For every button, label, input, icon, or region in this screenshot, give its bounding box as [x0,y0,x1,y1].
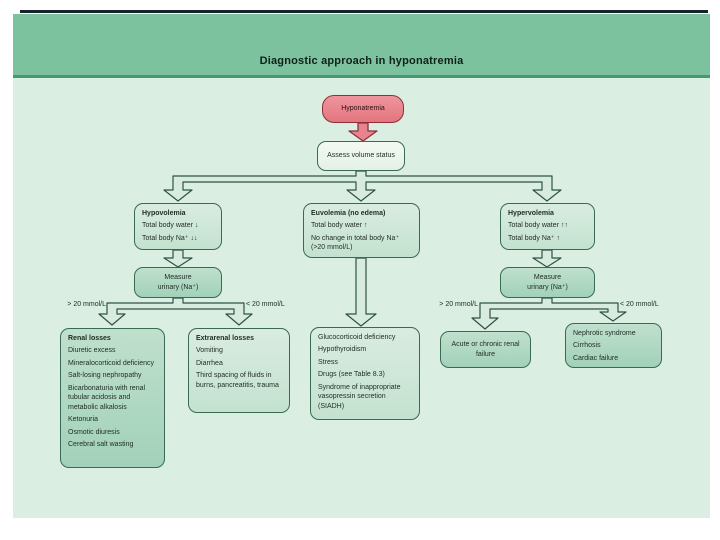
node-edematous-states: Nephrotic syndrome Cirrhosis Cardiac fai… [565,323,662,368]
threshold-label-gt20-right: > 20 mmol/L [439,301,478,308]
node-hypovolemia-heading: Hypovolemia [142,210,186,217]
node-hyponatremia: Hyponatremia [322,95,404,123]
node-measure-urinary-na-right: Measure urinary (Na⁺) [500,267,595,298]
list-item: Cardiac failure [573,354,619,362]
list-item: Salt-losing nephropathy [68,372,142,380]
node-hypervolemia-line: Total body water ↑↑ [508,222,568,230]
node-assess-volume-status: Assess volume status [317,141,405,171]
node-euvolemia: Euvolemia (no edema) Total body water ↑ … [303,203,420,258]
node-hypervolemia-heading: Hypervolemia [508,210,554,217]
list-item: Vomiting [196,347,223,355]
node-euvolemia-line: No change in total body Na⁺ (>20 mmol/L) [311,234,400,252]
measure-line: Measure [533,274,562,282]
list-item: Ketonuria [68,416,98,424]
list-item: Osmotic diuresis [68,428,120,436]
node-measure-urinary-na-left: Measure urinary (Na⁺) [134,267,222,298]
list-item: Bicarbonaturia with renal tubular acidos… [68,384,146,411]
node-acute-or-chronic-renal-failure: Acute or chronic renal failure [440,331,531,368]
renal-failure-label: Acute or chronic renal failure [451,341,520,358]
threshold-label-gt20-left: > 20 mmol/L [67,301,106,308]
node-euvolemia-heading: Euvolemia (no edema) [311,210,386,217]
node-renal-losses: Renal losses Diuretic excess Mineralocor… [60,328,165,468]
node-hyponatremia-label: Hyponatremia [341,105,385,113]
node-euvolemia-causes: Glucocorticoid deficiency Hypothyroidism… [310,327,420,420]
list-item: Glucocorticoid deficiency [318,334,396,341]
list-item: Diarrhea [196,359,223,367]
list-item: Stress [318,358,338,366]
node-extrarenal-losses: Extrarenal losses Vomiting Diarrhea Thir… [188,328,290,413]
list-item: Drugs (see Table 8.3) [318,371,385,379]
renal-losses-heading: Renal losses [68,335,111,342]
threshold-label-lt20-right: < 20 mmol/L [620,301,659,308]
node-euvolemia-line: Total body water ↑ [311,222,368,230]
node-hypovolemia-line: Total body Na⁺ ↓↓ [142,234,198,242]
header-band: Diagnostic approach in hyponatremia [13,14,710,78]
list-item: Third spacing of fluids in burns, pancre… [196,372,279,389]
node-hypervolemia: Hypervolemia Total body water ↑↑ Total b… [500,203,595,250]
extrarenal-losses-heading: Extrarenal losses [196,335,254,342]
list-item: Cirrhosis [573,342,601,350]
list-item: Cerebral salt wasting [68,440,134,448]
threshold-label-lt20-left: < 20 mmol/L [246,301,285,308]
node-hypovolemia-line: Total body water ↓ [142,222,199,230]
list-item: Nephrotic syndrome [573,330,636,337]
measure-line: urinary (Na⁺) [527,283,568,291]
node-hypervolemia-line: Total body Na⁺ ↑ [508,234,560,242]
list-item: Hypothyroidism [318,346,367,354]
node-assess-label: Assess volume status [327,152,395,160]
page-title: Diagnostic approach in hyponatremia [259,55,464,67]
list-item: Diuretic excess [68,347,116,355]
measure-line: urinary (Na⁺) [157,283,199,291]
list-item: Syndrome of inappropriate vasopressin se… [318,383,401,410]
measure-line: Measure [164,274,192,282]
top-rule-line [20,10,708,13]
list-item: Mineralocorticoid deficiency [68,359,154,367]
node-hypovolemia: Hypovolemia Total body water ↓ Total bod… [134,203,222,250]
